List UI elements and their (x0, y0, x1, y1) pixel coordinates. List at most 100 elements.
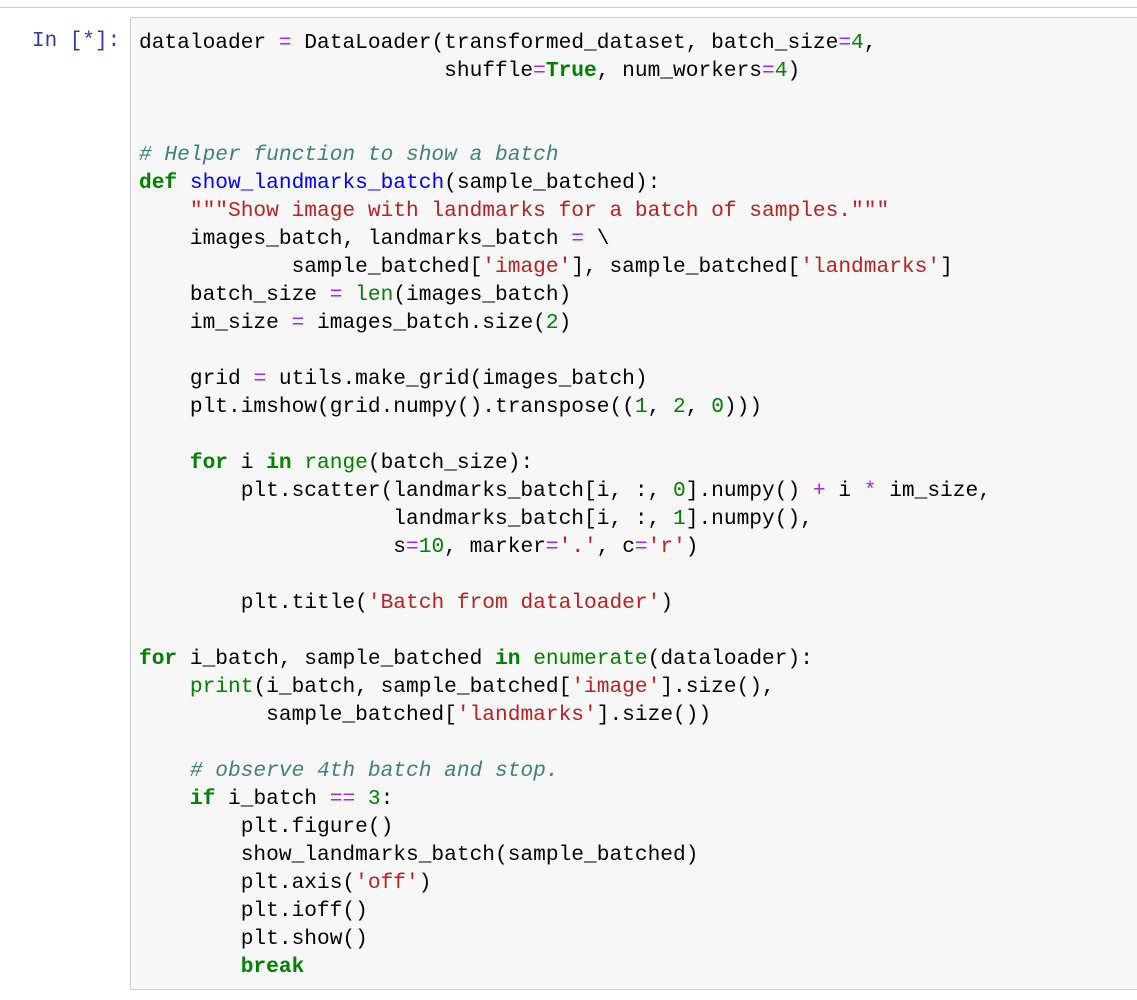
code-text (292, 451, 305, 475)
code-text (139, 451, 190, 475)
code-text: ] (940, 255, 953, 279)
string-literal: 'image' (482, 255, 572, 279)
code-text: ].numpy(), (685, 507, 813, 531)
comment: # Helper function to show a batch (139, 143, 559, 167)
code-line: print(i_batch, sample_batched['image'].s… (139, 673, 991, 701)
code-text: (i_batch, sample_batched[ (253, 675, 572, 699)
number: 3 (367, 787, 381, 811)
code-text: (sample_batched): (444, 171, 661, 195)
code-line: plt.figure() (139, 813, 991, 841)
code-line: s=10, marker='.', c='r') (139, 533, 991, 561)
code-line: images_batch, landmarks_batch = \ (139, 225, 991, 253)
code-text: plt.title( (139, 591, 368, 615)
code-text: ) (558, 311, 572, 335)
code-text: s (139, 535, 407, 559)
code-editor[interactable]: dataloader = DataLoader(transformed_data… (139, 29, 991, 981)
code-text: plt.imshow(grid.numpy().transpose(( (139, 395, 635, 419)
number: 1 (634, 395, 648, 419)
code-text: landmarks_batch[i, :, (139, 507, 674, 531)
operator: = (762, 59, 775, 83)
keyword: def (139, 171, 178, 195)
operator: = (329, 283, 343, 307)
code-text: ) (787, 59, 801, 83)
operator: = (533, 59, 546, 83)
builtin: range (304, 451, 368, 475)
code-line: plt.show() (139, 925, 991, 953)
code-text (177, 171, 190, 195)
string-literal: 'r' (647, 535, 686, 559)
code-line (139, 561, 991, 589)
input-prompt: In [*]: (32, 30, 121, 53)
string-literal: '.' (558, 535, 597, 559)
operator: = (253, 367, 267, 391)
builtin: print (189, 675, 254, 699)
code-text: utils.make_grid(images_batch) (266, 367, 648, 391)
code-text: batch_size (139, 283, 330, 307)
code-text (520, 647, 533, 671)
code-text: , marker (444, 535, 546, 559)
builtin: len (355, 283, 394, 307)
function-name: show_landmarks_batch (189, 171, 445, 195)
code-text: ].numpy() (685, 479, 813, 503)
code-line (139, 113, 991, 141)
code-line: for i_batch, sample_batched in enumerate… (139, 645, 991, 673)
code-text: plt.scatter(landmarks_batch[i, :, (139, 479, 674, 503)
code-line: """Show image with landmarks for a batch… (139, 197, 991, 225)
code-text: (dataloader): (647, 647, 813, 671)
code-text (139, 787, 190, 811)
code-line: plt.ioff() (139, 897, 991, 925)
code-text: i (228, 451, 267, 475)
code-text: plt.figure() (139, 815, 394, 839)
code-line: # Helper function to show a batch (139, 141, 991, 169)
code-text: \ (584, 227, 610, 251)
code-text: im_size (139, 311, 292, 335)
code-text: , (647, 395, 674, 419)
string-literal: 'off' (355, 871, 419, 895)
code-text: i (825, 479, 864, 503)
code-text: : (380, 787, 394, 811)
keyword: break (240, 955, 305, 979)
code-text: im_size, (876, 479, 991, 503)
code-text (139, 199, 190, 223)
keyword: True (545, 59, 597, 83)
code-line: im_size = images_batch.size(2) (139, 309, 991, 337)
code-text: , (685, 395, 712, 419)
code-text: ))) (723, 395, 763, 419)
code-text: show_landmarks_batch(sample_batched) (139, 843, 699, 867)
code-line: sample_batched['image'], sample_batched[… (139, 253, 991, 281)
string-literal: 'Batch from dataloader' (367, 591, 661, 615)
operator: = (291, 311, 305, 335)
code-line: plt.imshow(grid.numpy().transpose((1, 2,… (139, 393, 991, 421)
code-text: (batch_size): (367, 451, 534, 475)
code-text: i_batch, sample_batched (177, 647, 496, 671)
code-line (139, 617, 991, 645)
code-text: sample_batched[ (139, 255, 483, 279)
code-text: images_batch, landmarks_batch (139, 227, 572, 251)
code-line: plt.title('Batch from dataloader') (139, 589, 991, 617)
keyword: in (266, 451, 292, 475)
code-text: grid (139, 367, 254, 391)
code-line: def show_landmarks_batch(sample_batched)… (139, 169, 991, 197)
code-text (342, 283, 355, 307)
code-text: plt.ioff() (139, 899, 368, 923)
code-text: ].size(), (660, 675, 775, 699)
code-line: sample_batched['landmarks'].size()) (139, 701, 991, 729)
operator: == (329, 787, 356, 811)
code-line: if i_batch == 3: (139, 785, 991, 813)
code-text: sample_batched[ (139, 703, 457, 727)
code-cell[interactable]: dataloader = DataLoader(transformed_data… (130, 17, 1137, 990)
code-line: batch_size = len(images_batch) (139, 281, 991, 309)
code-text (355, 787, 368, 811)
code-text (139, 759, 190, 783)
operator: = (406, 535, 419, 559)
code-text: i_batch (215, 787, 330, 811)
code-line: break (139, 953, 991, 981)
number: 1 (673, 507, 686, 531)
code-text: ].size()) (596, 703, 712, 727)
code-text: , (863, 31, 877, 55)
code-text: ) (418, 871, 432, 895)
code-text: (images_batch) (393, 283, 572, 307)
string-literal: 'landmarks' (800, 255, 941, 279)
code-text (139, 955, 241, 979)
code-text: , c (596, 535, 635, 559)
